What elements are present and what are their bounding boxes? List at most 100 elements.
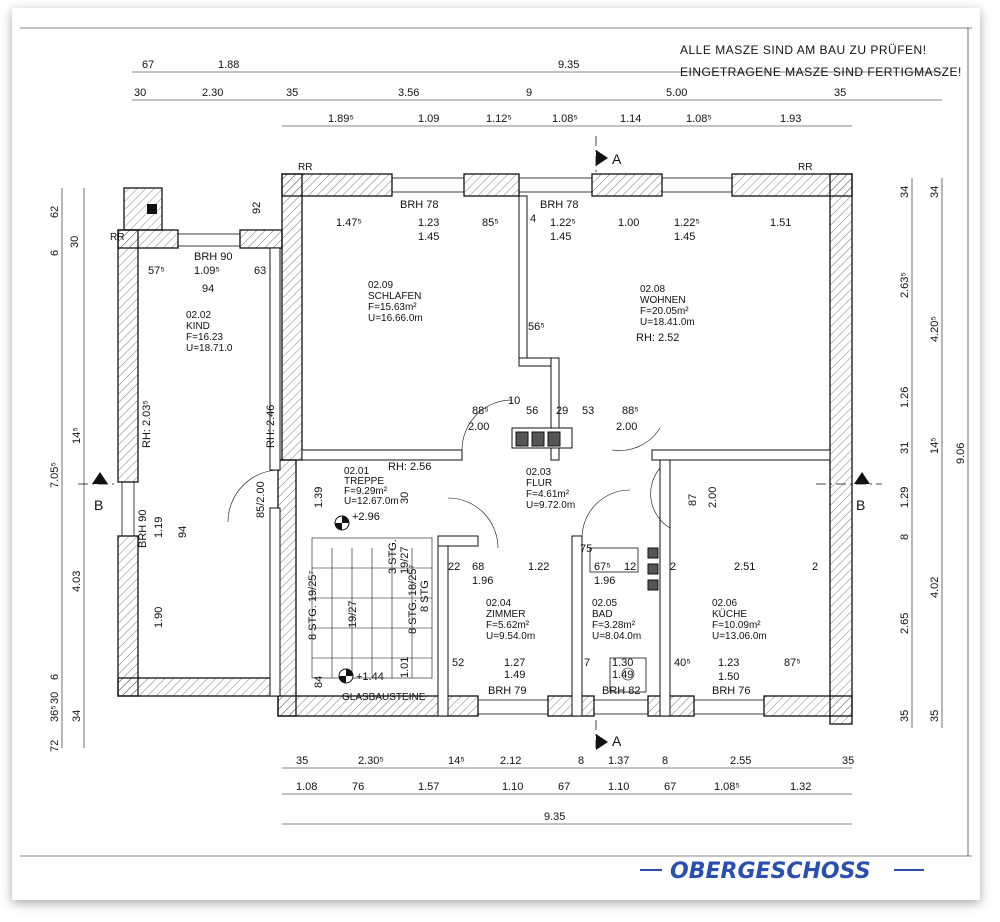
dim-i-34: 12 (624, 561, 636, 573)
dim-ri-4: 1.29 (899, 487, 911, 508)
dim-i-35: 2 (670, 561, 676, 573)
brh-labels: BRH 90 BRH 78 BRH 78 BRH 79 BRH 82 BRH 7… (137, 199, 751, 697)
dim-i-12: 1.09⁵ (194, 265, 220, 277)
dim-l-8: 36⁵ (49, 705, 61, 722)
dim-i-16: 88⁵ (472, 405, 489, 417)
dims-top-row3: 1.89⁵ 1.09 1.12⁵ 1.08⁵ 1.14 1.08⁵ 1.93 (328, 113, 801, 125)
section-a-bottom: A (612, 733, 622, 749)
dim-t1-1: 1.88 (218, 59, 239, 71)
level-markers: +2.96 +1.44 (334, 511, 384, 684)
dim-b1-5: 1.37 (608, 755, 629, 767)
dim-ri-3: 31 (899, 442, 911, 454)
dim-i-41: 1.49 (504, 669, 525, 681)
dims-bottom-row2: 1.08 76 1.57 1.10 67 1.10 67 1.08⁵ 1.32 (296, 781, 811, 793)
windows (121, 177, 765, 715)
room-kueche-name: KÜCHE (712, 608, 747, 620)
section-b-right: B (856, 497, 865, 513)
dim-b2-1: 76 (352, 781, 364, 793)
room-flur-area: F=4.61m² (526, 489, 570, 500)
level-lower: +1.44 (356, 671, 384, 683)
dim-l-9: 34 (71, 710, 83, 722)
door-85: 85/2.00 (255, 481, 267, 518)
dim-b1-8: 35 (842, 755, 854, 767)
brh-kueche: BRH 76 (712, 685, 751, 697)
dim-i-44: 1.49 (612, 669, 633, 681)
room-zimmer-perimeter: U=9.54.0m (486, 631, 535, 642)
room-bad-perimeter: U=8.04.0m (592, 631, 641, 642)
dim-b1-1: 2.30⁵ (358, 755, 384, 767)
dim-ri-1: 2.63⁵ (899, 272, 911, 298)
dim-l-7: 6 (49, 674, 61, 680)
brh-kind: BRH 90 (194, 251, 233, 263)
dim-l-3: 7.05⁵ (49, 462, 61, 488)
dim-b1-2: 14⁵ (448, 755, 465, 767)
dim-ro-4: 4.02 (929, 577, 941, 598)
room-flur-id: 02.03 (526, 467, 551, 478)
dims-right-inner: 34 2.63⁵ 1.26 31 1.29 8 2.65 35 (899, 186, 911, 722)
dim-i-3: 85⁵ (482, 217, 499, 229)
floor-plan: ALLE MASZE SIND AM BAU ZU PRÜFEN! EINGET… (20, 27, 972, 884)
dim-l-6: 30 (49, 692, 61, 704)
dim-b3-0: 9.35 (544, 811, 565, 823)
dim-t1-2: 9.35 (558, 59, 579, 71)
dim-ri-7: 35 (899, 710, 911, 722)
brh-zimmer: BRH 79 (488, 685, 527, 697)
room-wohnen-rh: RH: 2.52 (636, 332, 679, 344)
room-kueche-area: F=10.09m² (712, 620, 761, 631)
room-schlafen-area: F=15.63m² (368, 302, 417, 313)
dim-i-23: 2.00 (616, 421, 637, 433)
dim-i-8: 1.22⁵ (674, 217, 700, 229)
stair-3: 3 STG. (387, 539, 399, 574)
dim-t2-2: 35 (286, 87, 298, 99)
plan-title-text: OBERGESCHOSS (670, 859, 871, 884)
room-schlafen-id: 02.09 (368, 280, 393, 291)
dim-t2-5: 5.00 (666, 87, 687, 99)
dim-i-27: 30 (399, 492, 411, 504)
dimension-lines (61, 71, 943, 825)
dim-i-30: 1.96 (472, 575, 493, 587)
room-zimmer-id: 02.04 (486, 598, 511, 609)
dim-b2-5: 1.10 (608, 781, 629, 793)
dim-i-52: 94 (177, 526, 189, 538)
brh-schlafen: BRH 78 (400, 199, 439, 211)
stair-6: 19/27 (347, 600, 359, 628)
dim-b2-0: 1.08 (296, 781, 317, 793)
dim-i-5: 1.22⁵ (550, 217, 576, 229)
dim-ro-3: 9.06 (955, 443, 967, 464)
rh-kind: RH: 2.03⁵ (141, 400, 153, 448)
dim-t2-0: 30 (134, 87, 146, 99)
dim-t1-0: 67 (142, 59, 154, 71)
stair-5: 8 STG (419, 580, 431, 612)
dim-i-20: 29 (556, 405, 568, 417)
dim-i-21: 53 (582, 405, 594, 417)
room-treppe-area: F=9.29m² (344, 486, 388, 497)
dim-i-13: 94 (202, 283, 214, 295)
room-bad-area: F=3.28m² (592, 620, 636, 631)
dim-i-15: 56⁵ (528, 321, 545, 333)
room-wohnen-id: 02.08 (640, 284, 665, 295)
dim-t2-6: 35 (834, 87, 846, 99)
dim-t3-0: 1.89⁵ (328, 113, 354, 125)
dim-i-11: 57⁵ (148, 265, 165, 277)
stair-2: 8 STG. 18/25⁷ (407, 565, 419, 634)
rh-kind-right: RH: 2.46 (265, 405, 277, 448)
dim-b2-3: 1.10 (502, 781, 523, 793)
dim-i-7: 1.00 (618, 217, 639, 229)
dim-i-48: 87⁵ (784, 657, 801, 669)
dim-i-33: 1.96 (594, 575, 615, 587)
dim-i-9: 1.45 (674, 231, 695, 243)
glasbausteine: GLASBAUSTEINE (342, 692, 426, 703)
dim-i-37: 2 (812, 561, 818, 573)
room-treppe-perimeter: U=12.67.0m (344, 496, 399, 507)
bath-fixtures (589, 547, 647, 693)
dim-i-24: 87 (687, 494, 699, 506)
dim-i-2: 1.45 (418, 231, 439, 243)
dim-b1-4: 8 (578, 755, 584, 767)
room-kind-name: KIND (186, 321, 210, 332)
room-kueche-perimeter: U=13.06.0m (712, 631, 767, 642)
dim-i-49: 84 (313, 676, 325, 688)
dim-i-46: 1.23 (718, 657, 739, 669)
room-zimmer-name: ZIMMER (486, 609, 525, 620)
dim-l-10: 72 (49, 740, 61, 752)
dim-i-45: 40⁵ (674, 657, 691, 669)
